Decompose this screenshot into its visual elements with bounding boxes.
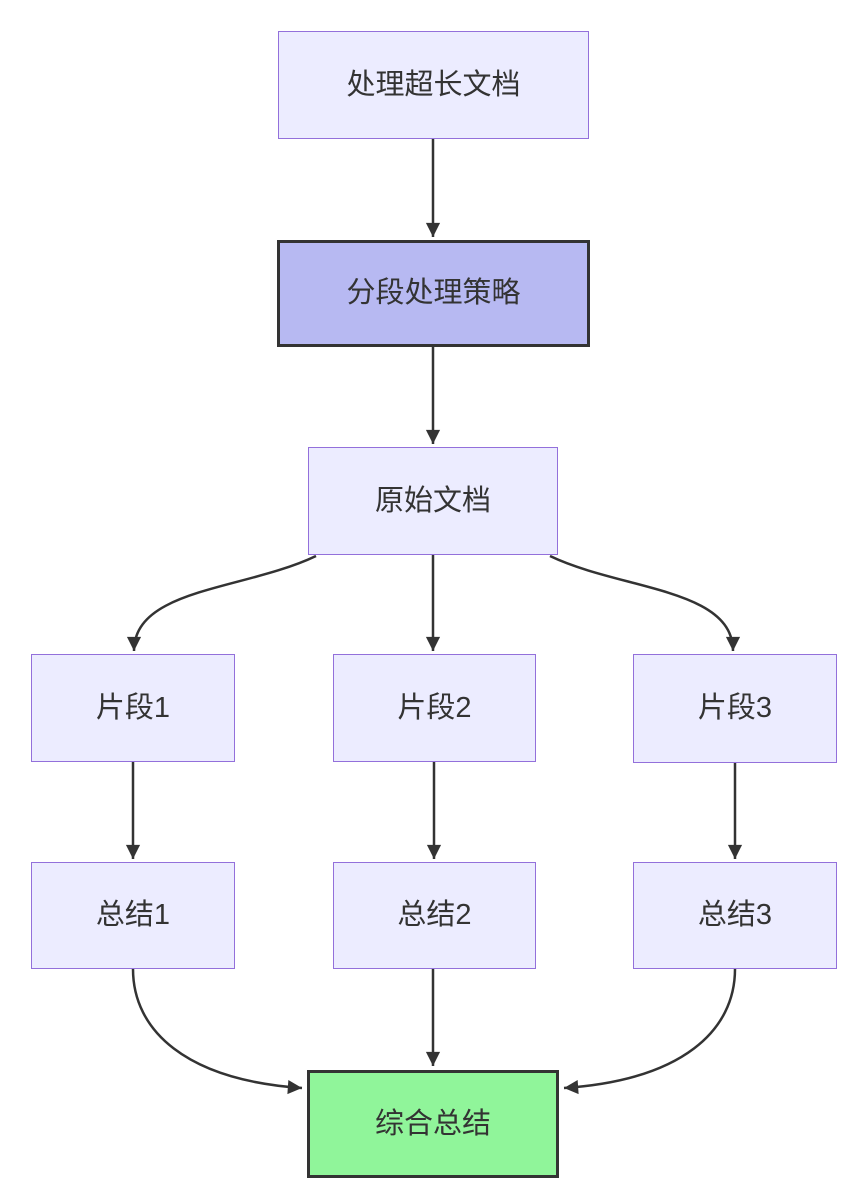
edge-c-d3 bbox=[549, 554, 741, 652]
edge-c-d1 bbox=[126, 554, 317, 652]
node-summary-3: 总结3 bbox=[633, 862, 837, 969]
node-summary-1: 总结1 bbox=[31, 862, 235, 969]
node-handle-long-document: 处理超长文档 bbox=[278, 31, 589, 139]
node-segment-3: 片段3 bbox=[633, 654, 837, 763]
edge-e1-f bbox=[131, 968, 303, 1095]
node-combined-summary: 综合总结 bbox=[307, 1070, 559, 1178]
node-segment-2: 片段2 bbox=[333, 654, 536, 762]
node-summary-2: 总结2 bbox=[333, 862, 536, 969]
node-segment-1: 片段1 bbox=[31, 654, 235, 762]
edge-e3-f bbox=[563, 968, 737, 1095]
node-segmentation-strategy: 分段处理策略 bbox=[277, 240, 590, 347]
node-original-document: 原始文档 bbox=[308, 447, 558, 555]
